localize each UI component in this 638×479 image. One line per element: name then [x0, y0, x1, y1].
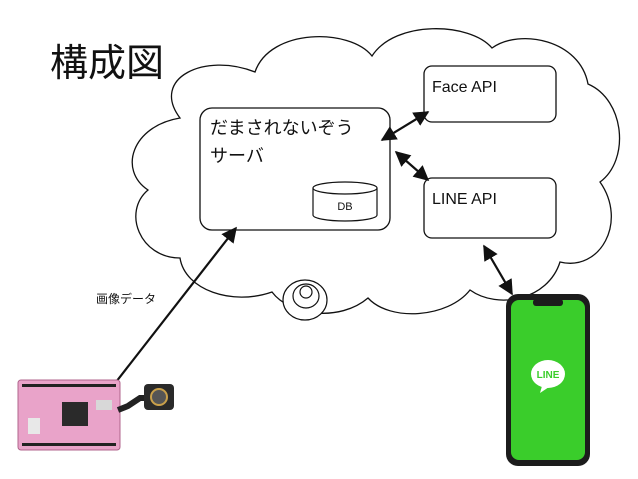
diagram-title: 構成図 — [50, 41, 165, 85]
arrow-server-face-api — [380, 111, 430, 141]
phone-line-label: LINE — [537, 370, 560, 381]
arrow-image-data — [115, 226, 237, 383]
server-label-line2: サーバ — [210, 146, 264, 167]
db-label: DB — [337, 201, 352, 213]
face-api-box — [423, 65, 557, 123]
line-api-box — [423, 177, 557, 239]
server-label-line1: だまされないぞう — [210, 118, 354, 139]
thought-bubble-small — [299, 285, 313, 299]
line-app-icon — [531, 360, 565, 388]
line-api-label: LINE API — [432, 191, 497, 208]
arrow-server-line-api — [394, 150, 430, 182]
arrow-line-api-phone — [483, 244, 513, 296]
image-data-label: 画像データ — [96, 292, 157, 306]
dev-board-camera — [17, 379, 174, 451]
face-api-label: Face API — [432, 79, 497, 96]
smartphone — [506, 294, 590, 466]
database-icon — [312, 181, 378, 222]
camera-lens-icon — [150, 388, 168, 406]
